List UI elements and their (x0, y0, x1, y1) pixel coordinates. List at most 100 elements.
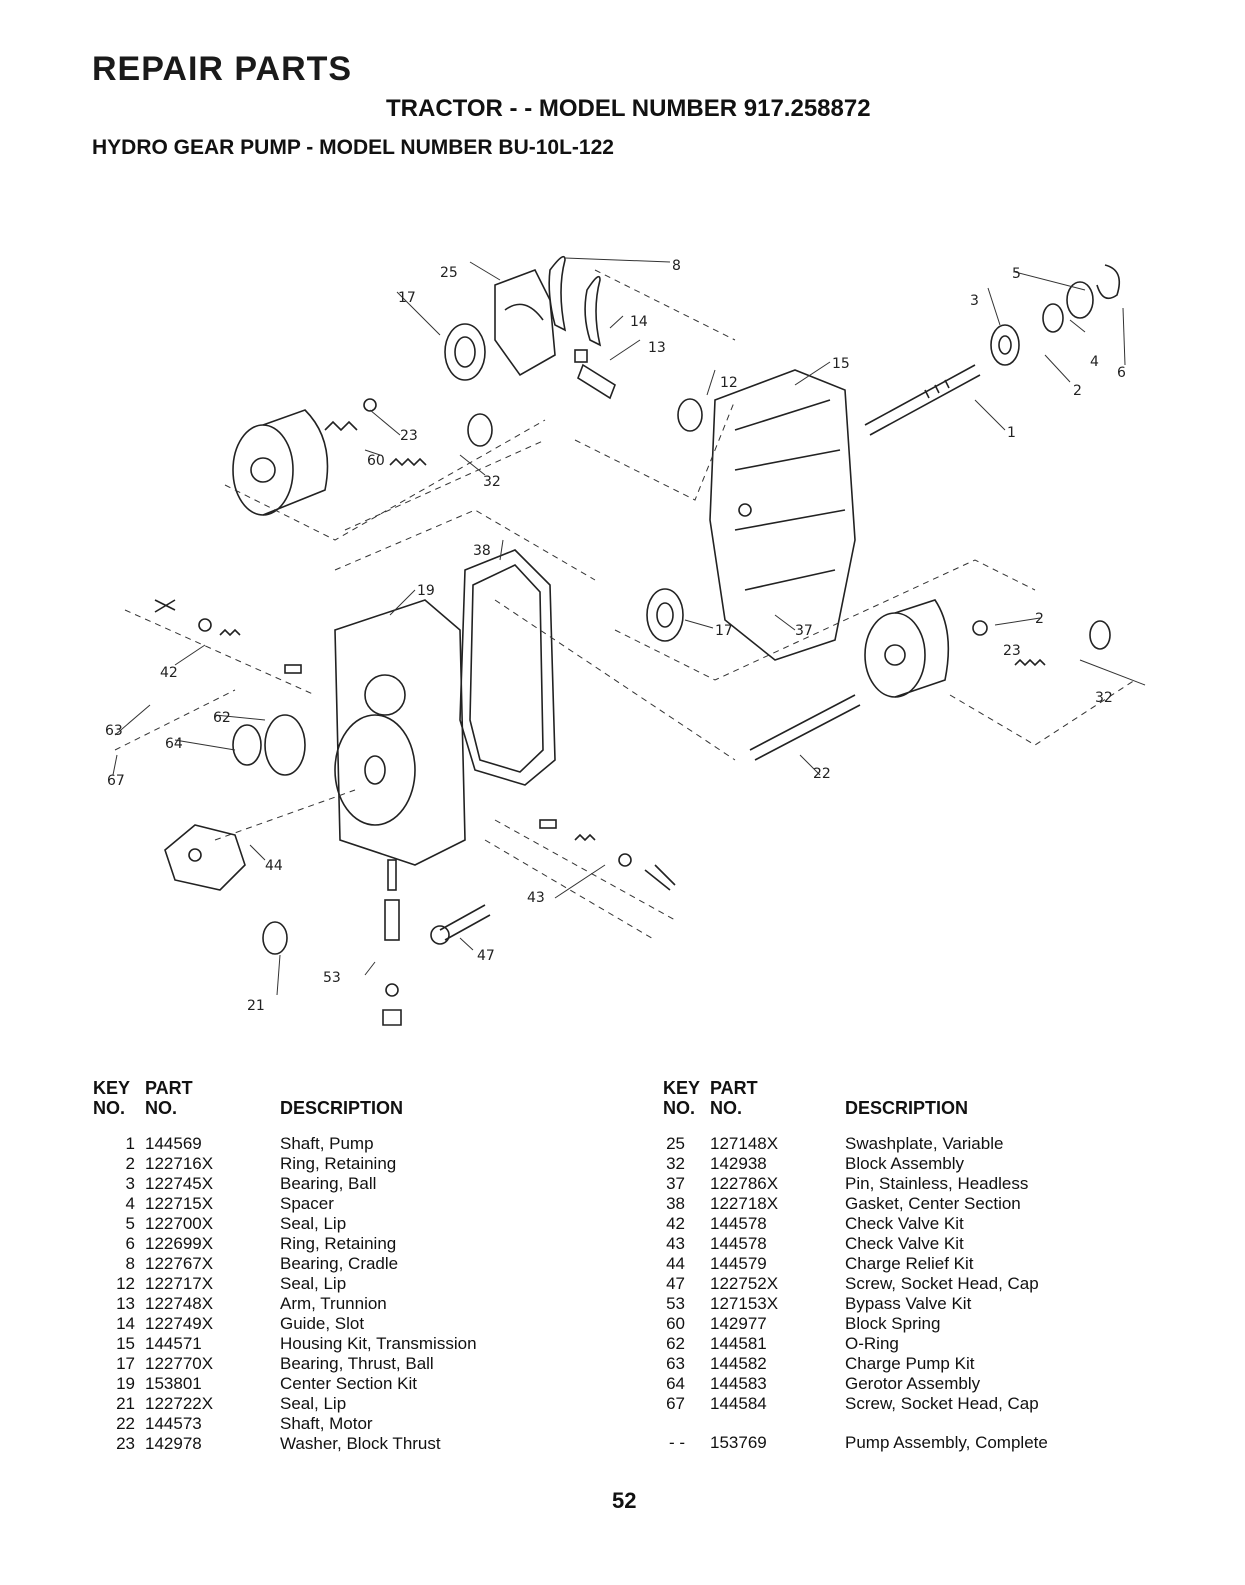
callout-label: 32 (483, 474, 501, 490)
header-part: PART (710, 1078, 758, 1098)
part-description: Check Valve Kit (845, 1234, 964, 1253)
key-no: - - (668, 1433, 685, 1452)
part-no: 122716X (145, 1154, 214, 1173)
part-no: 122718X (710, 1194, 779, 1213)
header-key-no: NO. (663, 1098, 696, 1118)
callout-label: 53 (323, 970, 341, 986)
part-no: 122717X (145, 1274, 214, 1293)
key-no: 53 (666, 1294, 685, 1313)
part-no: 144573 (145, 1414, 202, 1433)
callout-label: 13 (648, 340, 666, 356)
callout-label: 47 (477, 948, 495, 964)
part-no: 122749X (145, 1314, 214, 1333)
part-description: Washer, Block Thrust (280, 1434, 441, 1453)
part-description: Shaft, Pump (280, 1134, 374, 1153)
part-description: Seal, Lip (280, 1394, 347, 1413)
motor-block-part (864, 612, 926, 698)
key-no: 63 (666, 1354, 685, 1373)
part-no: 153801 (145, 1374, 202, 1393)
part-no: 122767X (145, 1254, 214, 1273)
cradle-bearing-part (548, 255, 567, 332)
part-no: 122748X (145, 1294, 214, 1313)
callout-label: 44 (265, 858, 283, 874)
pump-shaft-part (864, 364, 981, 436)
page-title: REPAIR PARTS (92, 50, 353, 88)
callout-label: 23 (1003, 643, 1021, 659)
key-no: 8 (125, 1254, 135, 1273)
key-no: 4 (125, 1194, 135, 1213)
key-no: 6 (125, 1234, 135, 1253)
callout-label: 38 (473, 543, 491, 559)
key-no: 32 (666, 1154, 685, 1173)
header-key-no: NO. (93, 1098, 126, 1118)
part-description: Guide, Slot (280, 1314, 365, 1333)
part-no: 144571 (145, 1334, 202, 1353)
callout-label: 8 (672, 258, 681, 274)
part-description: Spacer (280, 1194, 334, 1213)
model-title: TRACTOR - - MODEL NUMBER 917.258872 (386, 95, 871, 122)
callout-label: 2 (1073, 383, 1082, 399)
callout-label: 14 (630, 314, 648, 330)
part-no: 122786X (710, 1174, 779, 1193)
part-no: 122722X (145, 1394, 214, 1413)
part-description: Center Section Kit (280, 1374, 418, 1393)
part-description: O-Ring (845, 1334, 899, 1353)
center-section-part (334, 599, 466, 866)
part-description: Swashplate, Variable (845, 1134, 1004, 1153)
callout-label: 62 (213, 710, 231, 726)
part-description: Block Assembly (845, 1154, 965, 1173)
key-no: 37 (666, 1174, 685, 1193)
key-no: 2 (125, 1154, 135, 1173)
transmission-housing-part (709, 369, 856, 661)
part-description: Ring, Retaining (280, 1154, 397, 1173)
part-no: 122699X (145, 1234, 214, 1253)
key-no: 38 (666, 1194, 685, 1213)
cylinder-block-part (232, 424, 294, 516)
callout-label: 60 (367, 453, 385, 469)
part-description: Bearing, Thrust, Ball (280, 1354, 434, 1373)
callout-label: 22 (813, 766, 831, 782)
key-no: 13 (116, 1294, 135, 1313)
swashplate-part (494, 268, 556, 377)
callout-label: 67 (107, 773, 125, 789)
sub-title: HYDRO GEAR PUMP - MODEL NUMBER BU-10L-12… (92, 136, 614, 159)
callout-label: 15 (832, 356, 850, 372)
part-no: 144581 (710, 1334, 767, 1353)
part-description: Gerotor Assembly (845, 1374, 981, 1393)
part-no: 144569 (145, 1134, 202, 1153)
part-no: 144584 (710, 1394, 767, 1413)
header-part-no: NO. (145, 1098, 178, 1118)
callout-label: 32 (1095, 690, 1113, 706)
part-description: Seal, Lip (280, 1274, 347, 1293)
callout-label: 6 (1117, 365, 1126, 381)
motor-shaft-part (749, 694, 861, 761)
part-no: 144582 (710, 1354, 767, 1373)
part-description: Pin, Stainless, Headless (845, 1174, 1029, 1193)
charge-pump-cover-part (164, 824, 246, 891)
part-description: Pump Assembly, Complete (845, 1433, 1048, 1452)
part-no: 122715X (145, 1194, 214, 1213)
gerotor-part (232, 724, 262, 766)
part-description: Check Valve Kit (845, 1214, 964, 1233)
key-no: 67 (666, 1394, 685, 1413)
key-no: 17 (116, 1354, 135, 1373)
part-description: Bearing, Ball (280, 1174, 377, 1193)
key-no: 12 (116, 1274, 135, 1293)
part-description: Block Spring (845, 1314, 941, 1333)
part-no: 142978 (145, 1434, 202, 1453)
part-description: Screw, Socket Head, Cap (845, 1274, 1039, 1293)
key-no: 3 (125, 1174, 135, 1193)
key-no: 5 (125, 1214, 135, 1233)
thrust-bearing-part (444, 323, 486, 381)
part-no: 142977 (710, 1314, 767, 1333)
key-no: 62 (666, 1334, 685, 1353)
part-no: 122752X (710, 1274, 779, 1293)
header-description: DESCRIPTION (280, 1098, 404, 1118)
part-no: 144579 (710, 1254, 767, 1273)
cap-screw-part (439, 904, 491, 941)
part-description: Arm, Trunnion (280, 1294, 387, 1313)
part-description: Ring, Retaining (280, 1234, 397, 1253)
part-description: Shaft, Motor (280, 1414, 373, 1433)
key-no: 22 (116, 1414, 135, 1433)
part-no: 122770X (145, 1354, 214, 1373)
